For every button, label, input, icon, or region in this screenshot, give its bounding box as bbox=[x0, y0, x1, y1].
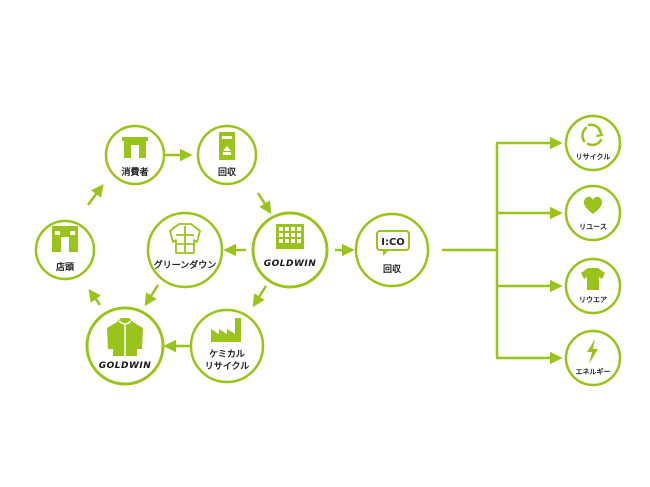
node-store: 店頭 bbox=[34, 219, 96, 281]
outcome-rewear: リウエア bbox=[564, 257, 622, 315]
store-label: 店頭 bbox=[56, 261, 75, 273]
node-goldwin-factory: GOLDWIN bbox=[251, 211, 329, 289]
arrow-store-to-consumer bbox=[86, 183, 104, 206]
outcome-rewear-label: リウエア bbox=[579, 295, 607, 304]
chemical-recycle-label-line2: リサイクル bbox=[205, 361, 250, 372]
collection-box-icon bbox=[219, 132, 235, 160]
outcome-reuse: リユース bbox=[564, 184, 622, 242]
heart-icon bbox=[583, 196, 603, 214]
store-icon bbox=[52, 226, 78, 252]
goldwin-factory-logo: GOLDWIN bbox=[264, 259, 317, 269]
outcome-recycle: リサイクル bbox=[564, 114, 622, 172]
jacket-icon bbox=[107, 318, 143, 356]
ico-collection-label: 回収 bbox=[383, 263, 402, 275]
outcome-recycle-label: リサイクル bbox=[576, 152, 611, 161]
green-down-label: グリーンダウン bbox=[154, 259, 217, 271]
node-collection-box: 回収 bbox=[196, 124, 258, 186]
node-goldwin-product: GOLDWIN bbox=[85, 306, 165, 386]
collection-box-label: 回収 bbox=[218, 166, 237, 178]
outcome-energy-label: エネルギー bbox=[576, 367, 611, 376]
outcome-branches bbox=[442, 136, 563, 365]
ico-bubble-icon: I:CO bbox=[376, 230, 410, 256]
node-green-down: グリーンダウン bbox=[146, 211, 224, 289]
arrow-greendown-to-product bbox=[144, 284, 160, 307]
shop-icon bbox=[122, 137, 148, 158]
node-ico-collection: I:CO 回収 bbox=[354, 212, 430, 288]
outcome-energy: エネルギー bbox=[564, 329, 622, 387]
lightning-icon bbox=[587, 339, 598, 364]
recycle-icon bbox=[581, 123, 604, 147]
ico-badge-text: I:CO bbox=[381, 237, 405, 248]
arrow-goldwin-to-chemical bbox=[252, 285, 268, 308]
tshirt-icon bbox=[581, 268, 605, 290]
node-consumer: 消費者 bbox=[104, 124, 166, 186]
consumer-label: 消費者 bbox=[121, 166, 148, 178]
down-jacket-icon bbox=[169, 223, 201, 254]
node-chemical-recycle: ケミカル リサイクル bbox=[189, 308, 265, 384]
building-icon bbox=[276, 224, 304, 249]
arrow-product-to-store bbox=[88, 288, 102, 306]
factory-icon bbox=[211, 318, 241, 342]
chemical-recycle-label-line1: ケミカル bbox=[209, 349, 245, 360]
flow-arrows bbox=[86, 148, 355, 353]
outcome-reuse-label: リユース bbox=[579, 223, 607, 231]
goldwin-product-logo: GOLDWIN bbox=[99, 361, 152, 371]
arrow-collection-to-goldwin bbox=[256, 192, 272, 215]
